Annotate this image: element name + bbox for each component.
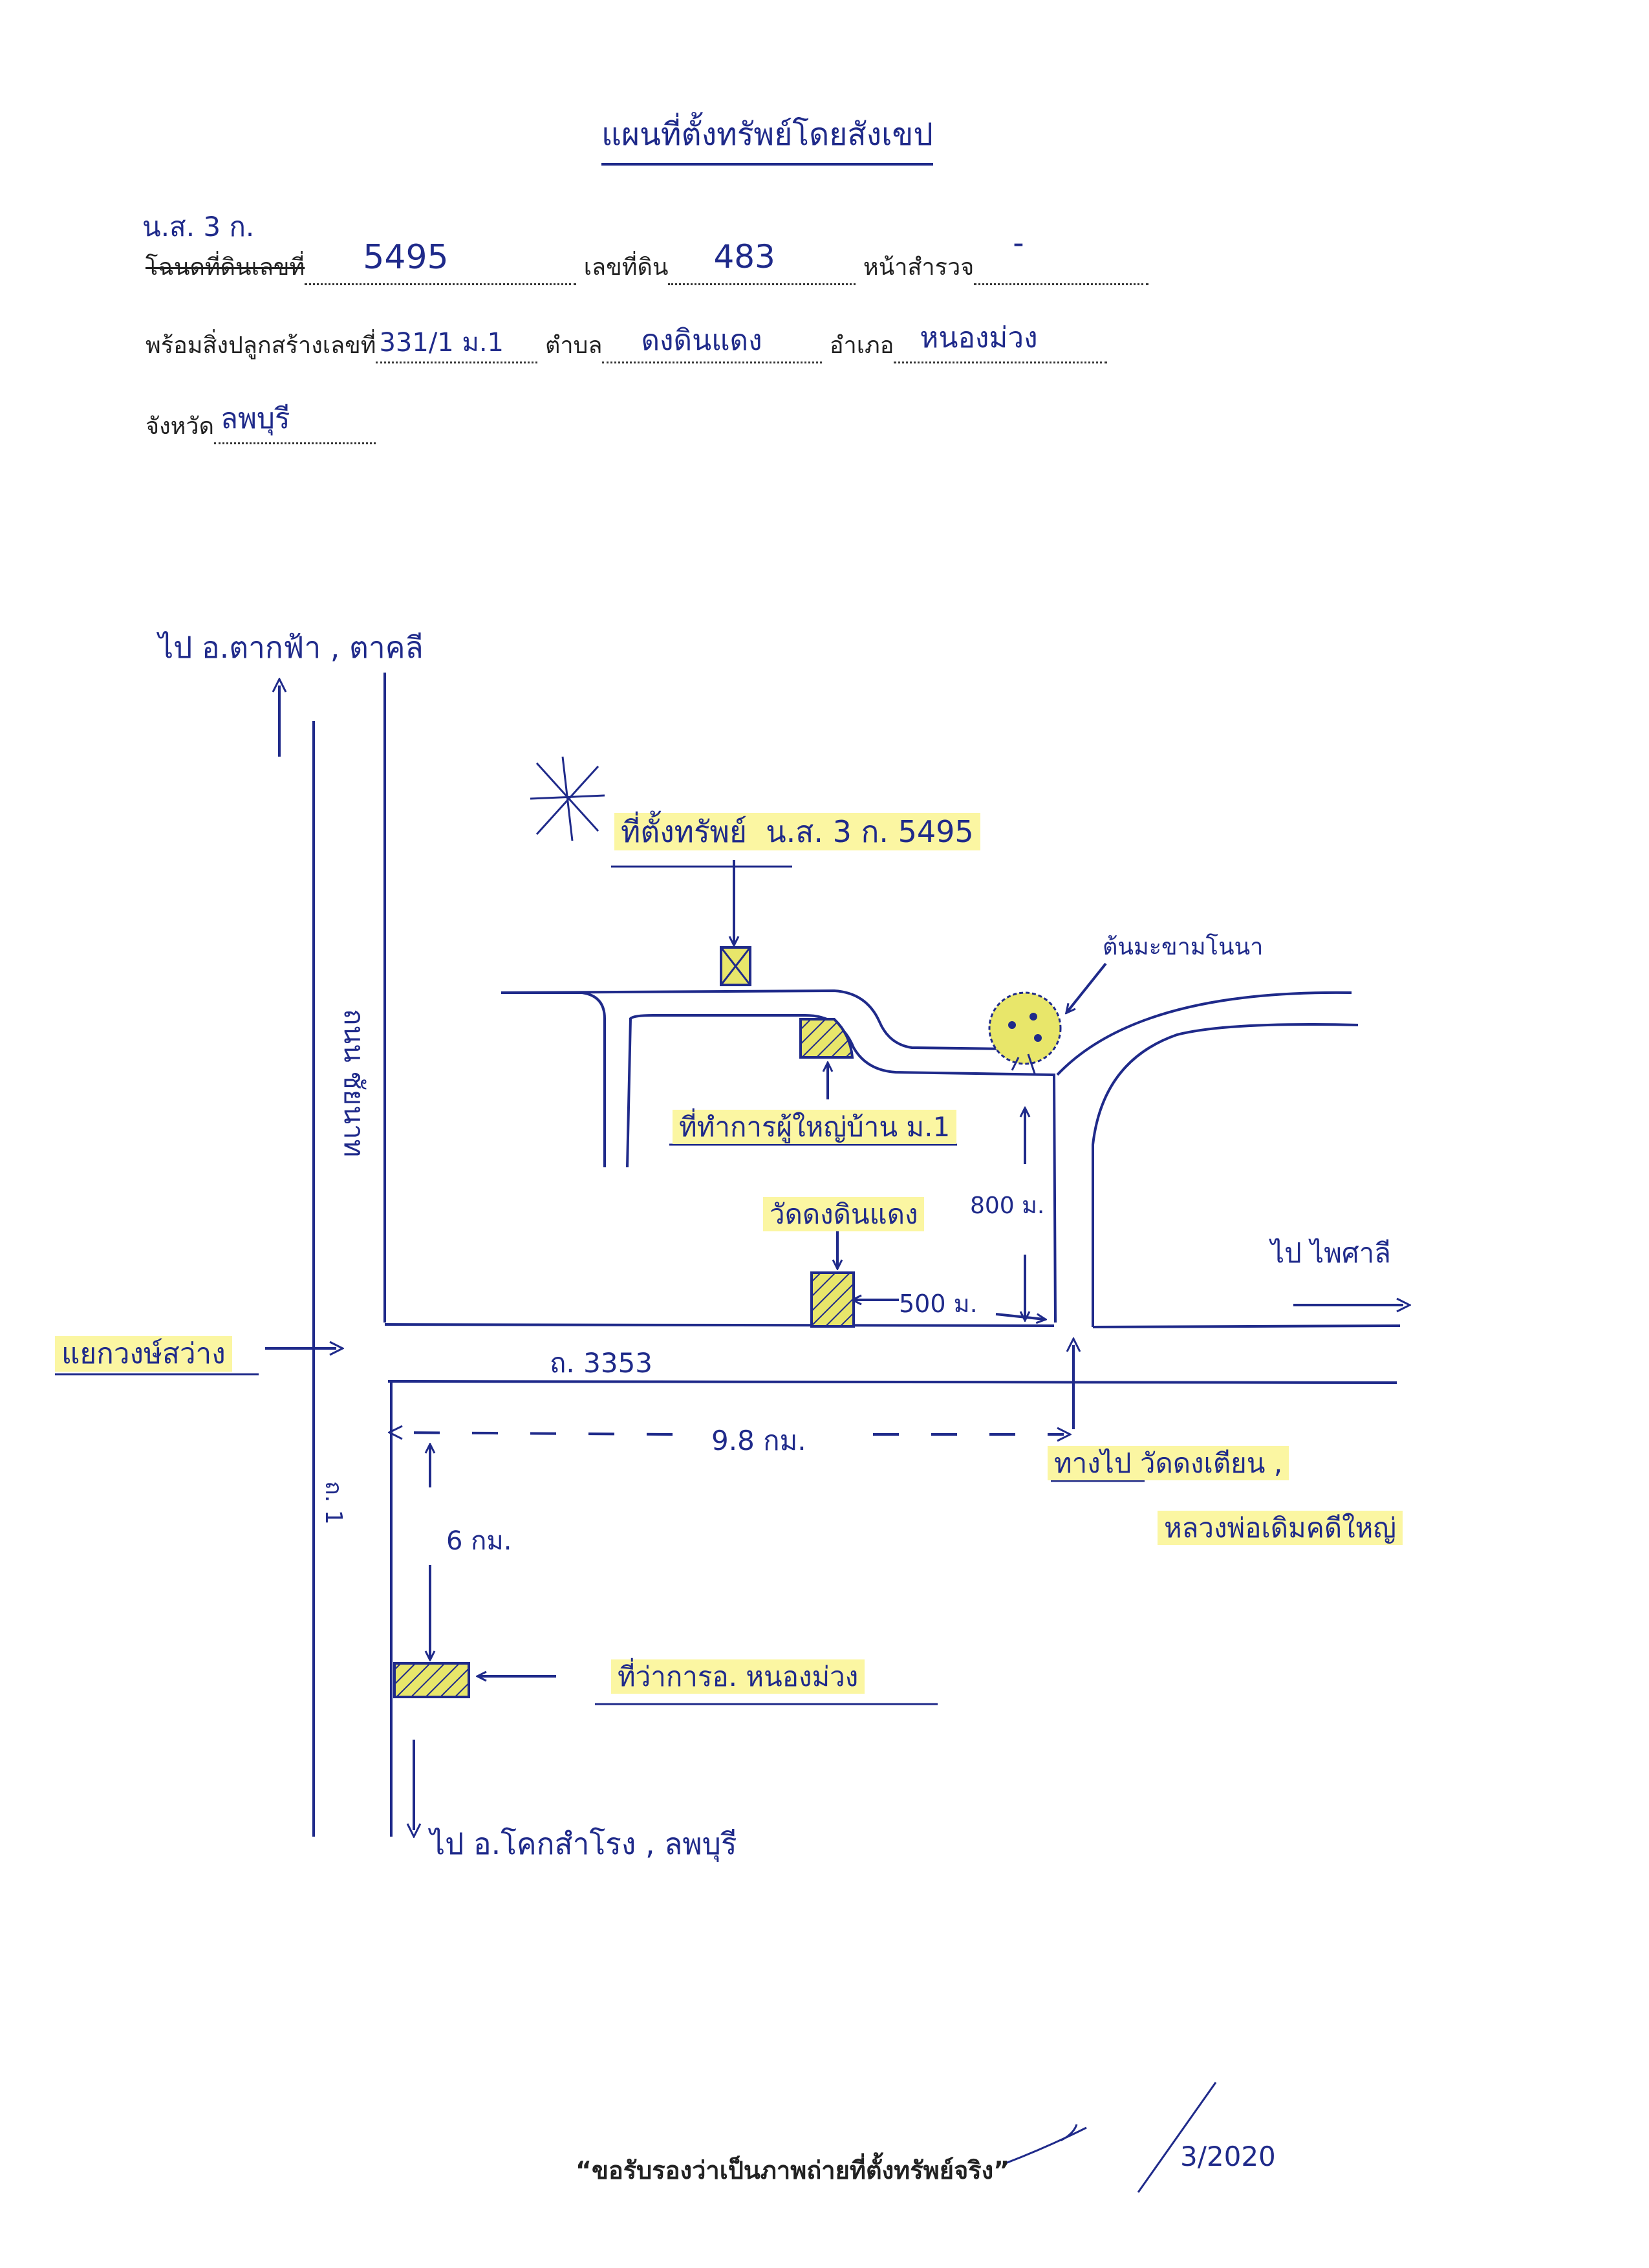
province-label: จังหวัด bbox=[146, 413, 214, 440]
map-title: แผนที่ตั้งทรัพย์โดยสังเขป bbox=[601, 110, 933, 166]
village-office-label-text: ที่ทำการผู้ใหญ่บ้าน ม.1 bbox=[673, 1110, 957, 1144]
land-no-label: เลขที่ดิน bbox=[583, 254, 669, 281]
distance-6-label: 6 กม. bbox=[446, 1526, 512, 1556]
subdistrict-label: ตำบล bbox=[544, 332, 603, 359]
deed-no-value: 5495 bbox=[363, 238, 449, 277]
tree-label: ต้นมะขามโนนา bbox=[1103, 934, 1264, 960]
property-doc-text: น.ส. 3 ก. 5495 bbox=[766, 814, 974, 849]
distance-500-label: 500 ม. bbox=[899, 1290, 978, 1318]
signature-mark bbox=[1005, 2082, 1217, 2193]
temple-road-text-2: หลวงพ่อเดิมคดีใหญ่ bbox=[1158, 1511, 1403, 1545]
doc-type-handwritten: น.ส. 3 ก. bbox=[142, 211, 255, 243]
temple-road-label-2: หลวงพ่อเดิมคดีใหญ่ bbox=[1158, 1507, 1403, 1550]
compass-star-icon bbox=[530, 756, 605, 841]
temple-label: วัดดงดินแดง bbox=[763, 1193, 925, 1236]
survey-page-value: - bbox=[1013, 225, 1024, 261]
road-3353-top-left bbox=[384, 1323, 1055, 1327]
road-3353-bottom bbox=[387, 1380, 1397, 1384]
road-number-label: ถ. 3353 bbox=[550, 1347, 653, 1379]
district-office-marker bbox=[393, 1662, 470, 1698]
property-marker-icon bbox=[720, 946, 751, 986]
temple-marker bbox=[810, 1271, 855, 1328]
district-label: อำเภอ bbox=[829, 332, 894, 359]
subdistrict-value: ดงดินแดง bbox=[641, 324, 762, 357]
property-label-text: ที่ตั้งทรัพย์ bbox=[621, 814, 747, 849]
tree-icon bbox=[988, 991, 1062, 1074]
district-office-label: ที่ว่าการอ. หนองม่วง bbox=[611, 1656, 865, 1698]
village-road-curve-top bbox=[1056, 991, 1352, 1076]
certification-date: 3/2020 bbox=[1180, 2141, 1276, 2172]
deed-no-label: โฉนดที่ดินเลขที่ bbox=[146, 254, 305, 281]
dim-98-left bbox=[396, 1432, 673, 1434]
junction-label: แยกวงษ์สว่าง bbox=[55, 1331, 232, 1376]
roads bbox=[312, 673, 1401, 1837]
arrows bbox=[265, 686, 1403, 1830]
tree-arrow bbox=[1067, 962, 1107, 1012]
survey-page-label: หน้าสำรวจ bbox=[863, 254, 975, 281]
main-road-lower-label: ถ. 1 bbox=[320, 1481, 347, 1525]
main-road-label: ถนน ชัยนาท bbox=[338, 1009, 370, 1158]
deed-no-field: โฉนดที่ดินเลขที่ 5495 เลขที่ดิน 483 หน้าสำ… bbox=[146, 225, 1149, 285]
distance-800-label: 800 ม. bbox=[970, 1193, 1045, 1219]
distance-98-label: 9.8 กม. bbox=[711, 1425, 806, 1456]
certification-text: “ขอรับรองว่าเป็นภาพถ่ายที่ตั้งทรัพย์จริง… bbox=[576, 2156, 1010, 2185]
land-no-value: 483 bbox=[713, 238, 775, 275]
village-office-marker bbox=[799, 1018, 854, 1059]
temple-road-label-1: ทางไป วัดดงเตียน , bbox=[1048, 1442, 1289, 1485]
building-field: พร้อมสิ่งปลูกสร้างเลขที่331/1 ม.1 ตำบล ดง… bbox=[146, 321, 1108, 363]
road-3353-top-right bbox=[1092, 1324, 1401, 1328]
dim-500-right bbox=[995, 1313, 1044, 1319]
temple-road-text-1: ทางไป วัดดงเตียน , bbox=[1048, 1446, 1289, 1480]
district-value: หนองม่วง bbox=[920, 321, 1038, 354]
junction-label-text: แยกวงษ์สว่าง bbox=[55, 1336, 232, 1372]
east-direction-label: ไป ไพศาลี bbox=[1271, 1237, 1391, 1269]
village-road-a bbox=[501, 991, 606, 1167]
building-no-label: พร้อมสิ่งปลูกสร้างเลขที่ bbox=[146, 332, 376, 359]
village-road-c bbox=[501, 989, 1009, 1050]
label-underlines bbox=[55, 865, 1145, 1705]
north-direction-label: ไป อ.ตากฟ้า , ตาคลี bbox=[158, 630, 424, 665]
temple-label-text: วัดดงดินแดง bbox=[763, 1197, 925, 1231]
village-office-label: ที่ทำการผู้ใหญ่บ้าน ม.1 bbox=[673, 1106, 957, 1149]
building-no-value: 331/1 ม.1 bbox=[379, 328, 504, 358]
village-road-curve-bottom bbox=[1092, 1023, 1359, 1327]
province-field: จังหวัด ลพบุรี bbox=[146, 402, 376, 444]
province-value: ลพบุรี bbox=[221, 402, 290, 435]
property-label: ที่ตั้งทรัพย์ น.ส. 3 ก. 5495 bbox=[614, 808, 980, 856]
south-direction-label: ไป อ.โคกสำโรง , ลพบุรี bbox=[430, 1826, 737, 1861]
district-office-label-text: ที่ว่าการอ. หนองม่วง bbox=[611, 1659, 865, 1694]
